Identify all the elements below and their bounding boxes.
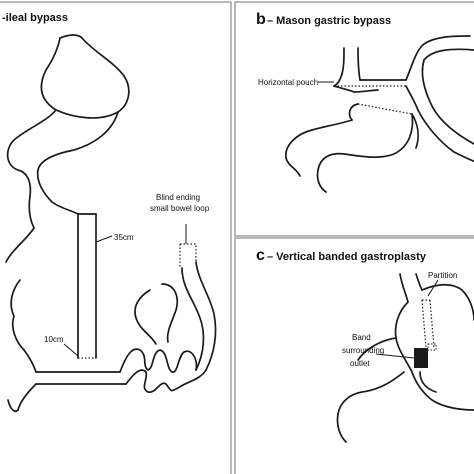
panel-a: -ileal bypass 35cm bbox=[2, 12, 217, 413]
panel-b-title: – Mason gastric bypass bbox=[267, 15, 391, 27]
label-partition: Partition bbox=[428, 271, 457, 280]
panel-c-title: – Vertical banded gastroplasty bbox=[267, 251, 427, 263]
panel-a-stomach bbox=[6, 34, 130, 229]
label-blind-line1: Blind ending bbox=[156, 193, 200, 202]
panel-c-partition: Partition bbox=[421, 271, 457, 349]
panel-c: c – Vertical banded gastroplasty Partiti… bbox=[256, 247, 474, 443]
panel-a-title: -ileal bypass bbox=[2, 12, 68, 24]
label-band-line1: Band bbox=[352, 333, 371, 342]
panel-b-distal-stomach bbox=[285, 103, 419, 193]
panel-a-ileum: 10cm bbox=[7, 335, 127, 413]
panel-b-letter: b bbox=[256, 11, 266, 28]
panel-b-pouch: Horizontal pouch bbox=[258, 47, 407, 93]
label-35cm: 35cm bbox=[114, 233, 134, 242]
panel-c-band: Band surrounding outlet bbox=[342, 333, 437, 368]
panel-c-stomach bbox=[336, 273, 474, 443]
label-band-line3: outlet bbox=[350, 359, 370, 368]
panel-a-blind-loop: Blind ending small bowel loop bbox=[150, 193, 210, 268]
panel-a-colon bbox=[5, 227, 37, 373]
panel-a-coiled-loop bbox=[119, 261, 217, 393]
band-marker bbox=[414, 348, 428, 368]
label-blind-line2: small bowel loop bbox=[150, 204, 210, 213]
panel-b: b – Mason gastric bypass Horizontal pouc… bbox=[256, 11, 474, 193]
label-10cm: 10cm bbox=[44, 335, 64, 344]
label-band-line2: surrounding bbox=[342, 346, 384, 355]
panel-a-jejunum: 35cm bbox=[77, 213, 134, 359]
panel-b-roux-limb bbox=[405, 35, 474, 163]
label-horizontal-pouch: Horizontal pouch bbox=[258, 78, 318, 87]
panel-c-letter: c bbox=[256, 247, 265, 264]
